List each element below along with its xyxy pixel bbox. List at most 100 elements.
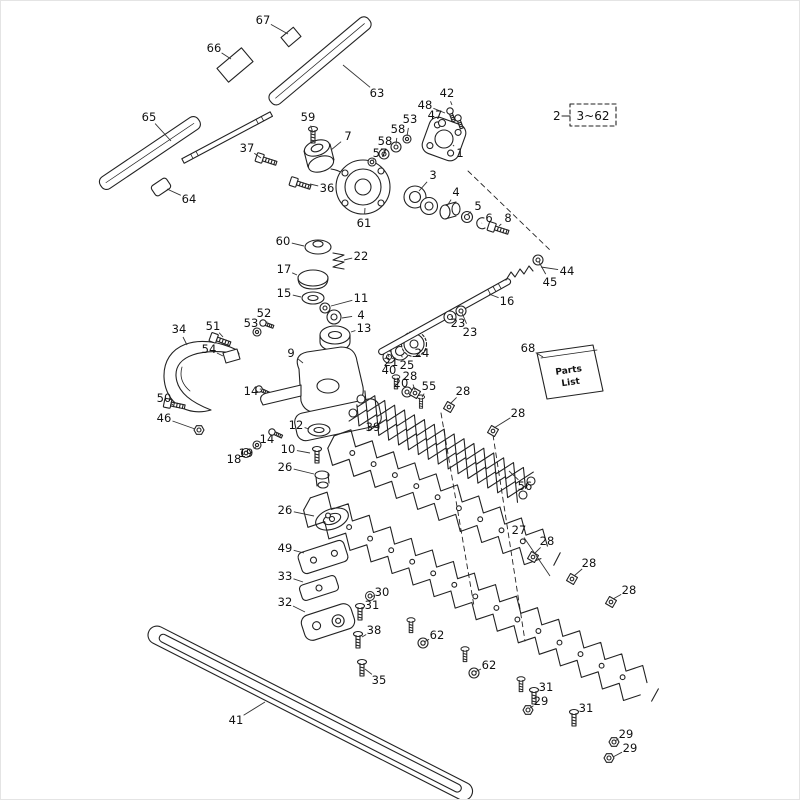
nut-28c: [486, 424, 500, 438]
svg-text:28: 28: [511, 406, 526, 420]
part-label-28: 28: [533, 534, 555, 555]
part-label-63: 63: [342, 64, 385, 100]
nut-46: [193, 425, 205, 435]
part-label-34: 34: [172, 322, 188, 346]
part-label-53: 53: [244, 316, 258, 331]
part-label-4: 4: [341, 308, 365, 322]
part-label-61: 61: [357, 207, 372, 230]
bolt-31x: [406, 617, 416, 634]
svg-text:61: 61: [357, 216, 372, 230]
part-label-3: 3: [418, 168, 437, 192]
bolt-31z: [516, 676, 526, 693]
svg-text:48: 48: [418, 98, 433, 112]
washer-18: [240, 447, 252, 459]
part-label-5: 5: [466, 199, 482, 216]
part-label-29: 29: [614, 727, 633, 742]
part-label-65: 65: [142, 110, 172, 142]
gear-housing-9: [260, 346, 382, 442]
part-label-27: 27: [512, 523, 551, 577]
svg-text:23: 23: [451, 316, 466, 330]
svg-text:4: 4: [452, 185, 459, 199]
part-label-31: 31: [534, 680, 554, 694]
svg-text:53: 53: [403, 112, 418, 126]
svg-text:31: 31: [539, 680, 554, 694]
svg-text:28: 28: [403, 369, 418, 383]
svg-text:28: 28: [582, 556, 597, 570]
svg-text:68: 68: [521, 341, 536, 355]
part-label-40: 40: [382, 363, 397, 381]
part-label-64: 64: [166, 188, 196, 206]
part-label-23: 23: [451, 315, 466, 330]
part-label-24: 24: [415, 346, 430, 360]
bolt-36: [288, 176, 313, 193]
svg-text:29: 29: [534, 694, 549, 708]
part-label-26: 26: [278, 460, 315, 475]
svg-text:55: 55: [422, 379, 437, 393]
svg-text:26: 26: [278, 460, 293, 474]
svg-text:21: 21: [384, 355, 399, 369]
svg-text:46: 46: [157, 411, 172, 425]
svg-text:8: 8: [504, 211, 511, 225]
svg-text:24: 24: [415, 346, 430, 360]
part-label-44: 44: [540, 264, 574, 278]
nut-28e: [565, 572, 579, 586]
lower-shaft-tube: [98, 115, 201, 191]
part-label-28: 28: [573, 556, 597, 577]
svg-text:6: 6: [485, 211, 492, 225]
svg-text:62: 62: [482, 658, 497, 672]
bolt-31y: [460, 646, 470, 663]
part-label-19: 19: [239, 446, 257, 460]
part-label-51: 51: [206, 319, 224, 338]
part-label-28: 28: [449, 384, 471, 405]
svg-text:29: 29: [623, 741, 638, 755]
reference-range: 3~62: [577, 109, 610, 123]
part-label-59: 59: [301, 110, 315, 134]
svg-text:33: 33: [278, 569, 293, 583]
part-label-62: 62: [474, 658, 497, 673]
svg-text:39: 39: [366, 420, 381, 434]
drive-shaft: [181, 111, 274, 164]
plate-49: [297, 539, 349, 575]
bolt-31c: [568, 708, 580, 727]
svg-text:63: 63: [370, 86, 385, 100]
svg-text:49: 49: [278, 541, 293, 555]
svg-text:16: 16: [500, 294, 515, 308]
part-label-41: 41: [229, 701, 266, 727]
part-label-16: 16: [488, 293, 515, 308]
label-plate-67: [280, 26, 302, 48]
spring-44: [505, 265, 534, 281]
lower-cutter-blade-27: [303, 491, 659, 702]
part-label-39: 39: [366, 418, 388, 434]
part-label-60: 60: [276, 234, 305, 248]
part-label-1: 1: [452, 144, 464, 160]
svg-text:31: 31: [579, 701, 594, 715]
svg-text:12: 12: [289, 418, 304, 432]
svg-text:40: 40: [382, 363, 397, 377]
hand-guard-34: [163, 340, 240, 413]
part-label-58: 58: [378, 134, 392, 152]
part-label-31: 31: [574, 701, 594, 716]
svg-text:51: 51: [206, 319, 221, 333]
part-label-47: 47: [428, 108, 442, 123]
svg-text:25: 25: [400, 358, 415, 372]
svg-text:13: 13: [357, 321, 372, 335]
svg-text:31: 31: [365, 598, 380, 612]
svg-text:5: 5: [474, 199, 481, 213]
part-label-12: 12: [289, 418, 310, 432]
part-label-55: 55: [421, 379, 437, 398]
part-label-8: 8: [498, 211, 512, 227]
cam-ring-26: [315, 507, 349, 531]
part-label-54: 54: [202, 342, 224, 357]
svg-text:28: 28: [540, 534, 555, 548]
svg-text:28: 28: [456, 384, 471, 398]
svg-text:23: 23: [463, 325, 478, 339]
part-label-20: 20: [394, 376, 408, 392]
svg-text:10: 10: [281, 442, 296, 456]
reference-note: 2 3~62: [553, 103, 617, 127]
svg-text:26: 26: [278, 503, 293, 517]
upper-shaft-tube: [268, 16, 372, 106]
svg-text:14: 14: [260, 432, 275, 446]
part-label-56: 56: [508, 470, 532, 493]
part-label-37: 37: [240, 141, 262, 159]
bracket-54: [222, 348, 241, 364]
